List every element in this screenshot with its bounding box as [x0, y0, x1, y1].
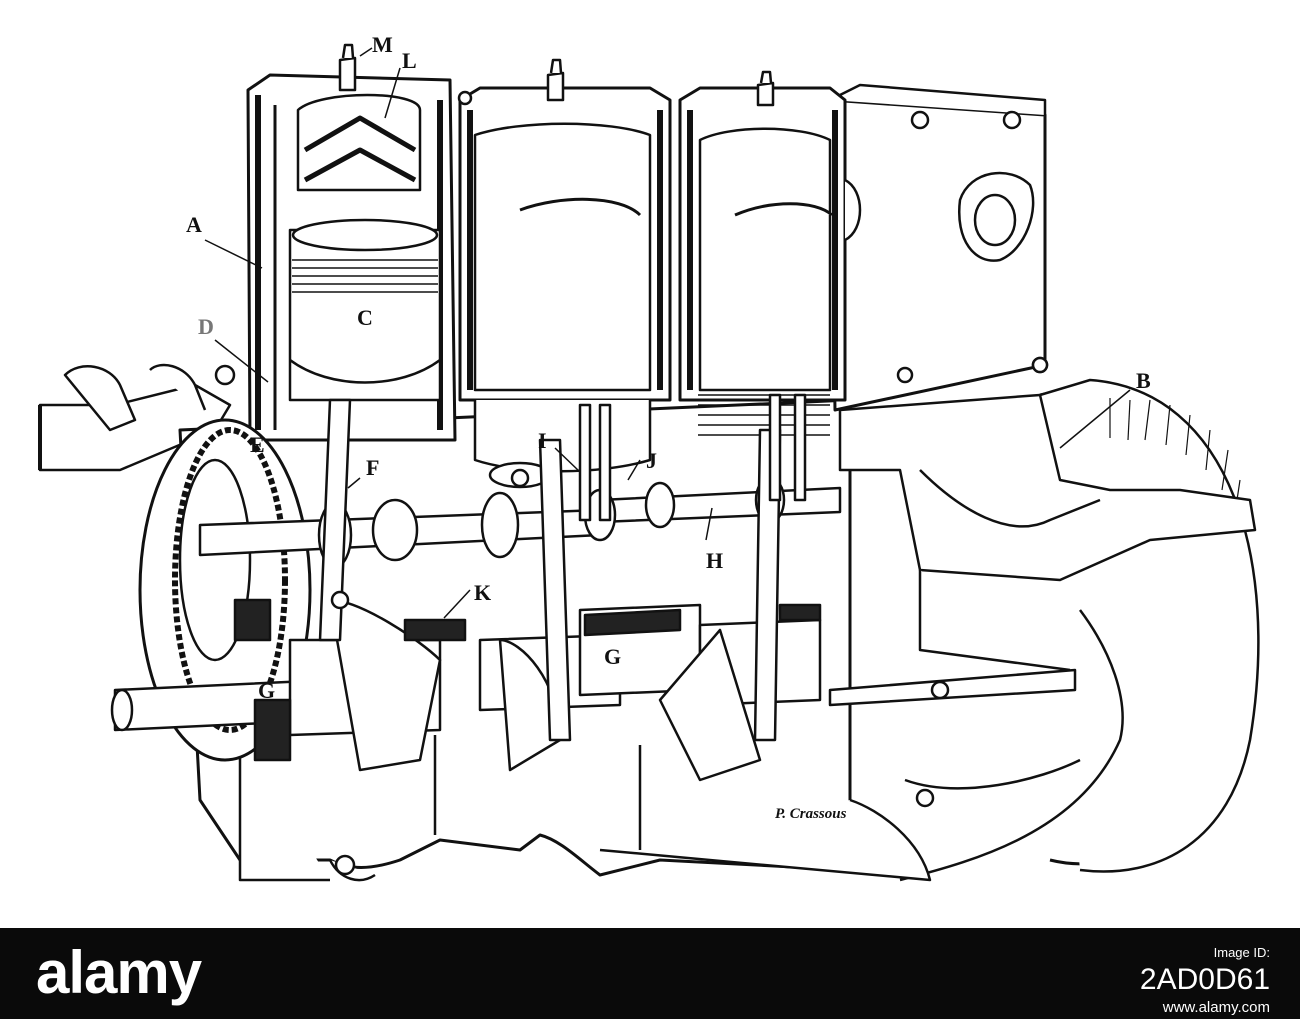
cylinder-3: [678, 86, 862, 436]
frame-rail: [38, 363, 232, 472]
stock-url: www.alamy.com: [1162, 999, 1270, 1016]
label-i: I: [538, 428, 547, 453]
illustrator-signature: P. Crassous: [775, 806, 847, 822]
label-d: D: [198, 314, 214, 339]
label-l: L: [402, 48, 417, 73]
label-a: A: [186, 212, 202, 237]
engine-drawing: A B C D E F G G H I J K L M P. Crassous: [38, 32, 1260, 882]
connecting-rods: [318, 398, 782, 742]
main-bearings: [233, 598, 822, 762]
spark-plugs: [338, 43, 775, 107]
label-f: F: [366, 455, 379, 480]
label-c: C: [357, 305, 373, 330]
label-m: M: [372, 32, 393, 57]
engine-cutaway-illustration: A B C D E F G G H I J K L M P. Crassous: [38, 32, 1260, 882]
cylinder-1-cutaway: [246, 73, 457, 442]
stock-id-caption: Image ID:: [1213, 945, 1270, 960]
watermark-footer: alamy Image ID: 2AD0D61 www.alamy.com: [0, 928, 1300, 1019]
label-g-front: G: [258, 678, 275, 703]
crankcase-arm: [828, 393, 1257, 707]
label-j: J: [646, 448, 657, 473]
valve-tappets: [578, 393, 807, 522]
cylinder-block-exterior: [828, 83, 1049, 412]
label-e: E: [250, 432, 265, 457]
stock-id: 2AD0D61: [1139, 963, 1270, 996]
timing-gear: [138, 418, 312, 762]
label-g-middle: G: [604, 644, 621, 669]
leader-lines: [204, 47, 1131, 619]
bolts: [214, 356, 1049, 876]
label-h: H: [706, 548, 723, 573]
cylinder-2: [458, 86, 672, 473]
label-k: K: [474, 580, 491, 605]
stock-logo: alamy: [36, 939, 202, 1006]
label-b: B: [1136, 368, 1151, 393]
stock-id-block: Image ID: 2AD0D61 www.alamy.com: [1140, 944, 1270, 1018]
